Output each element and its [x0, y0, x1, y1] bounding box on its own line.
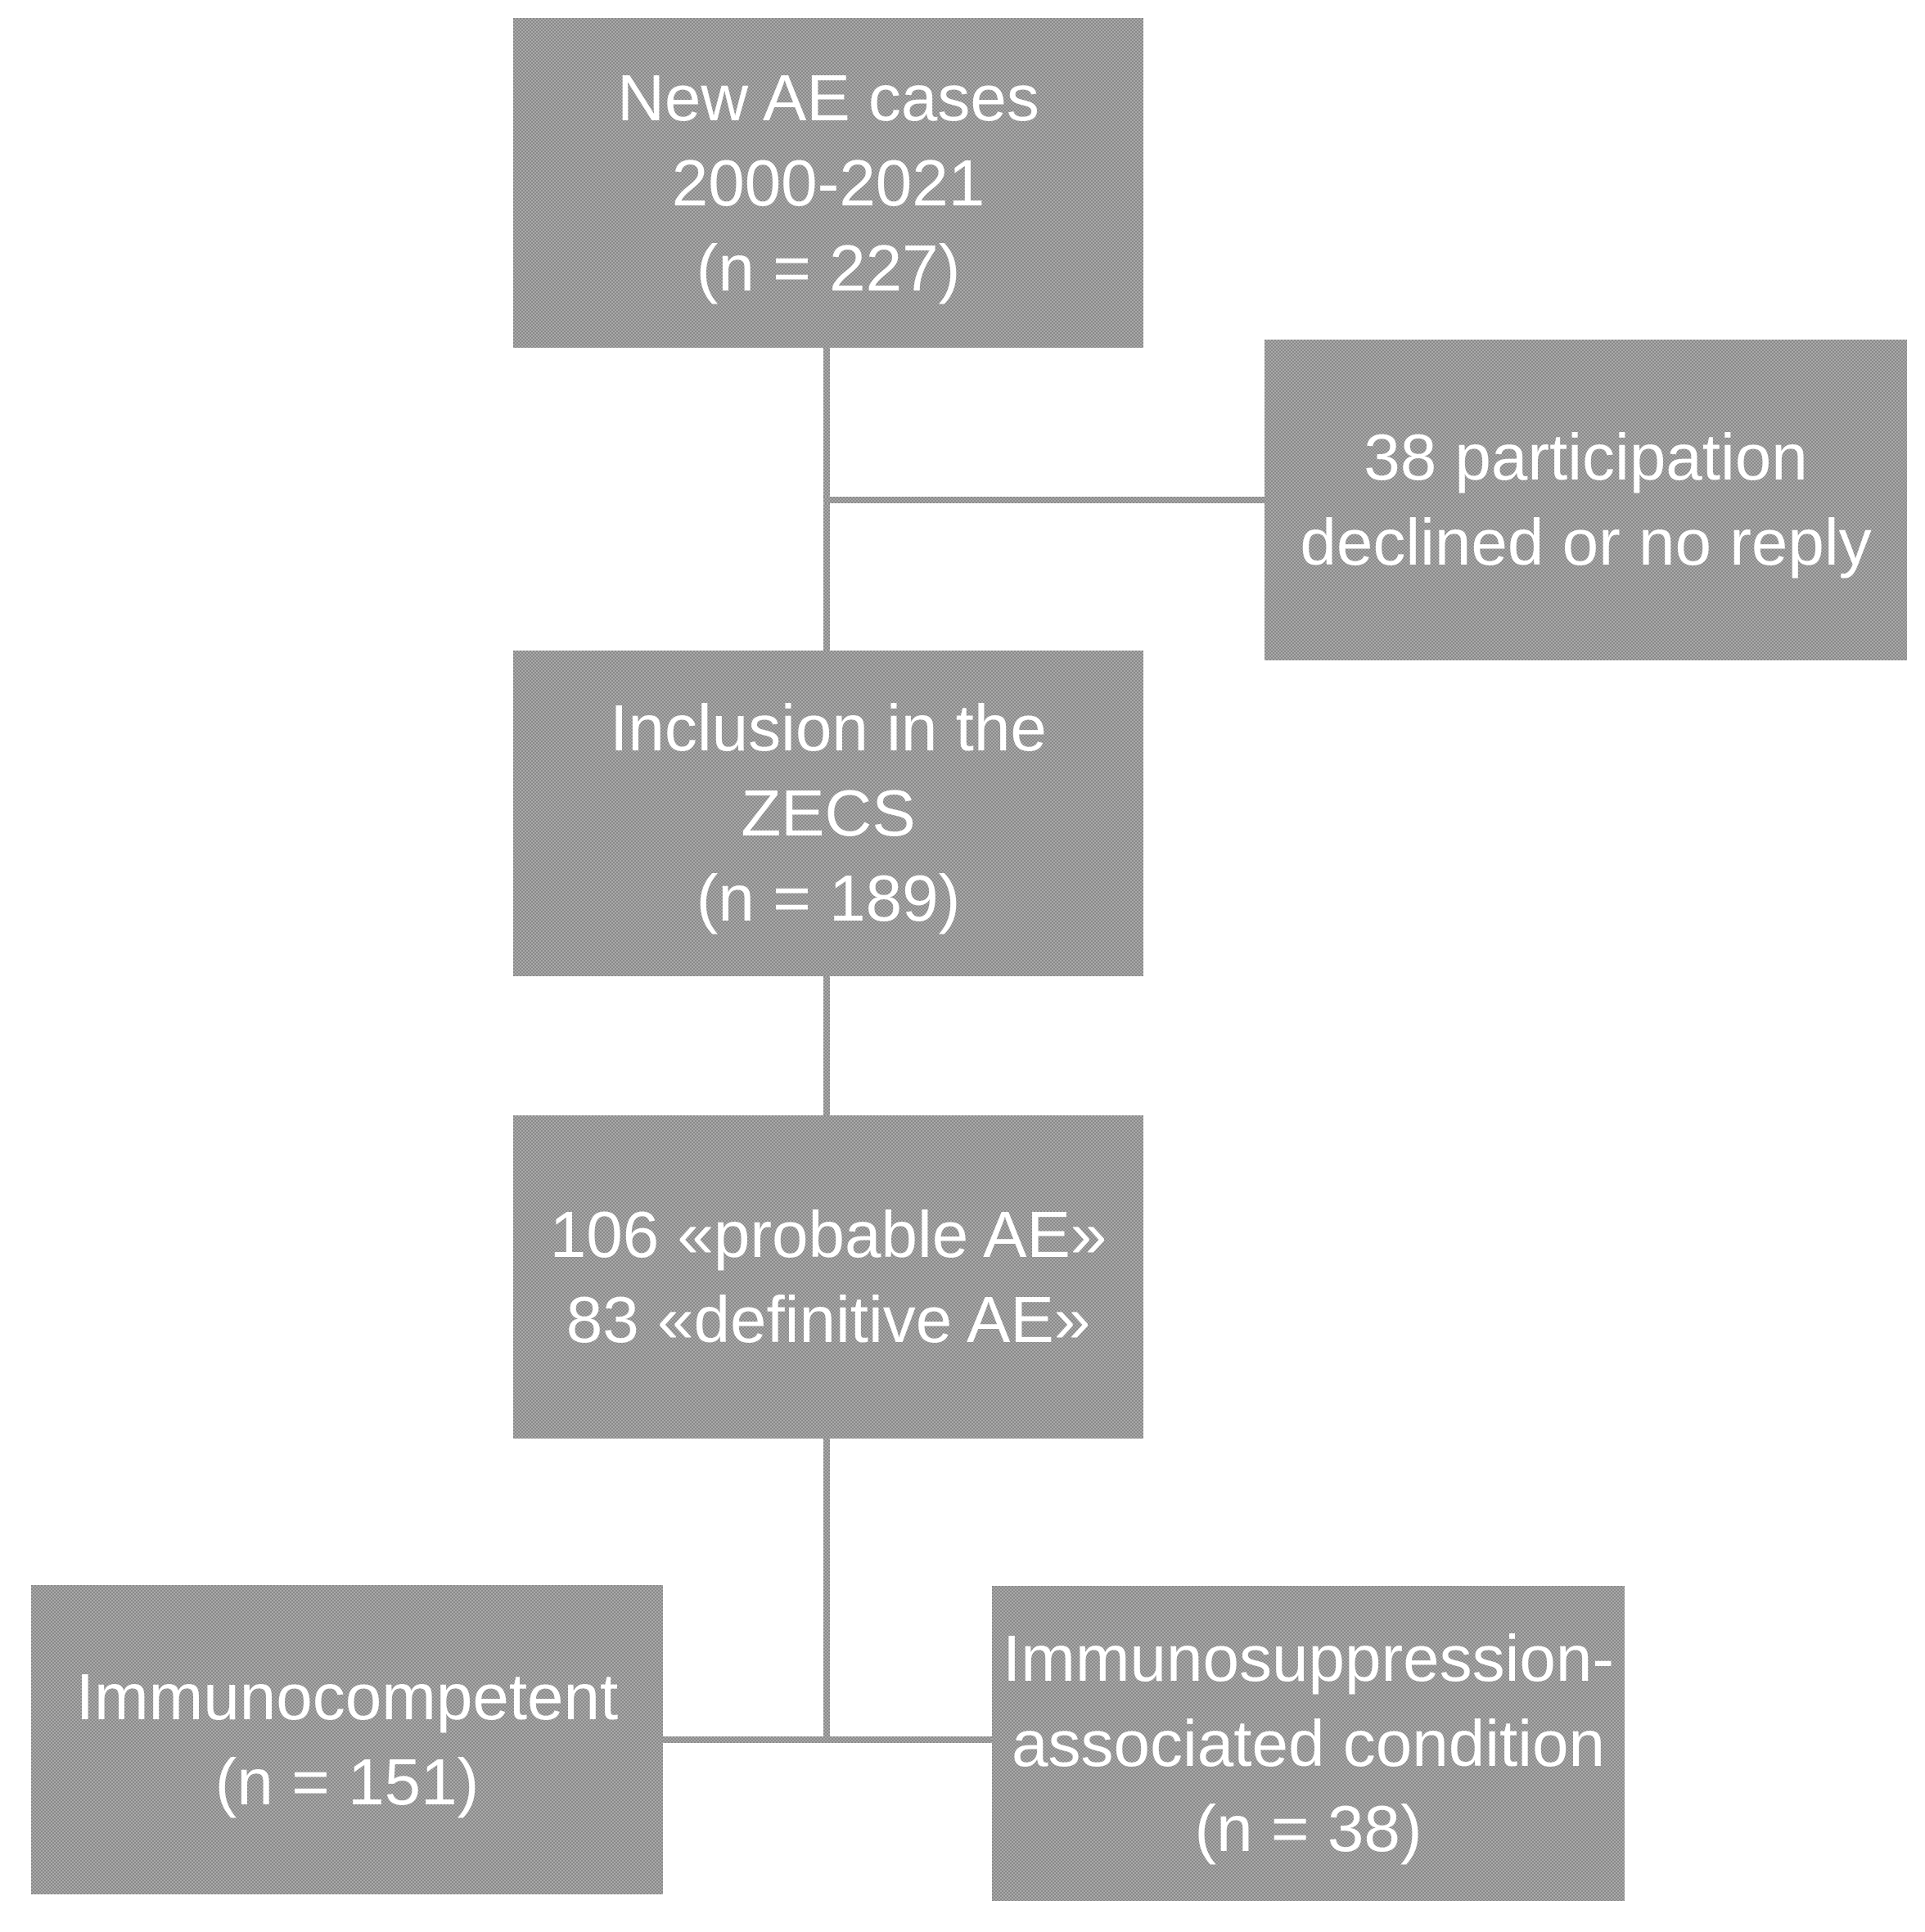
node-immunocompetent: Immunocompetent (n = 151) [31, 1585, 663, 1894]
box-line: 38 participation [1364, 421, 1808, 493]
node-participation-declined: 38 participation declined or no reply [1265, 340, 1907, 660]
box-line: Immunocompetent [75, 1660, 619, 1733]
box-line: (n = 38) [1194, 1791, 1422, 1865]
connector-split-horizontal [663, 1736, 992, 1743]
connector-classification-to-split [823, 1439, 830, 1743]
box-line: (n = 151) [214, 1745, 480, 1818]
node-new-ae-cases: New AE cases 2000-2021 (n = 227) [513, 18, 1143, 348]
box-line: 2000-2021 [671, 146, 985, 219]
box-line: (n = 227) [696, 231, 961, 304]
box-line: (n = 189) [696, 862, 961, 934]
connector-branch-declined [823, 497, 1265, 503]
box-line: associated condition [1012, 1706, 1605, 1780]
node-ae-classification: 106 «probable AE» 83 «definitive AE» [513, 1115, 1143, 1439]
box-line: 83 «definitive AE» [566, 1282, 1091, 1356]
box-line: Immunosuppression- [1003, 1621, 1614, 1695]
node-immunosuppression: Immunosuppression- associated condition … [992, 1586, 1625, 1901]
box-line: ZECS [741, 777, 916, 849]
box-line: Inclusion in the [610, 691, 1047, 764]
connector-zecs-to-classification [823, 976, 830, 1115]
box-line: 106 «probable AE» [549, 1197, 1107, 1271]
box-line: declined or no reply [1300, 506, 1872, 579]
node-zecs-inclusion: Inclusion in the ZECS (n = 189) [513, 651, 1143, 976]
box-line: New AE cases [617, 61, 1039, 134]
